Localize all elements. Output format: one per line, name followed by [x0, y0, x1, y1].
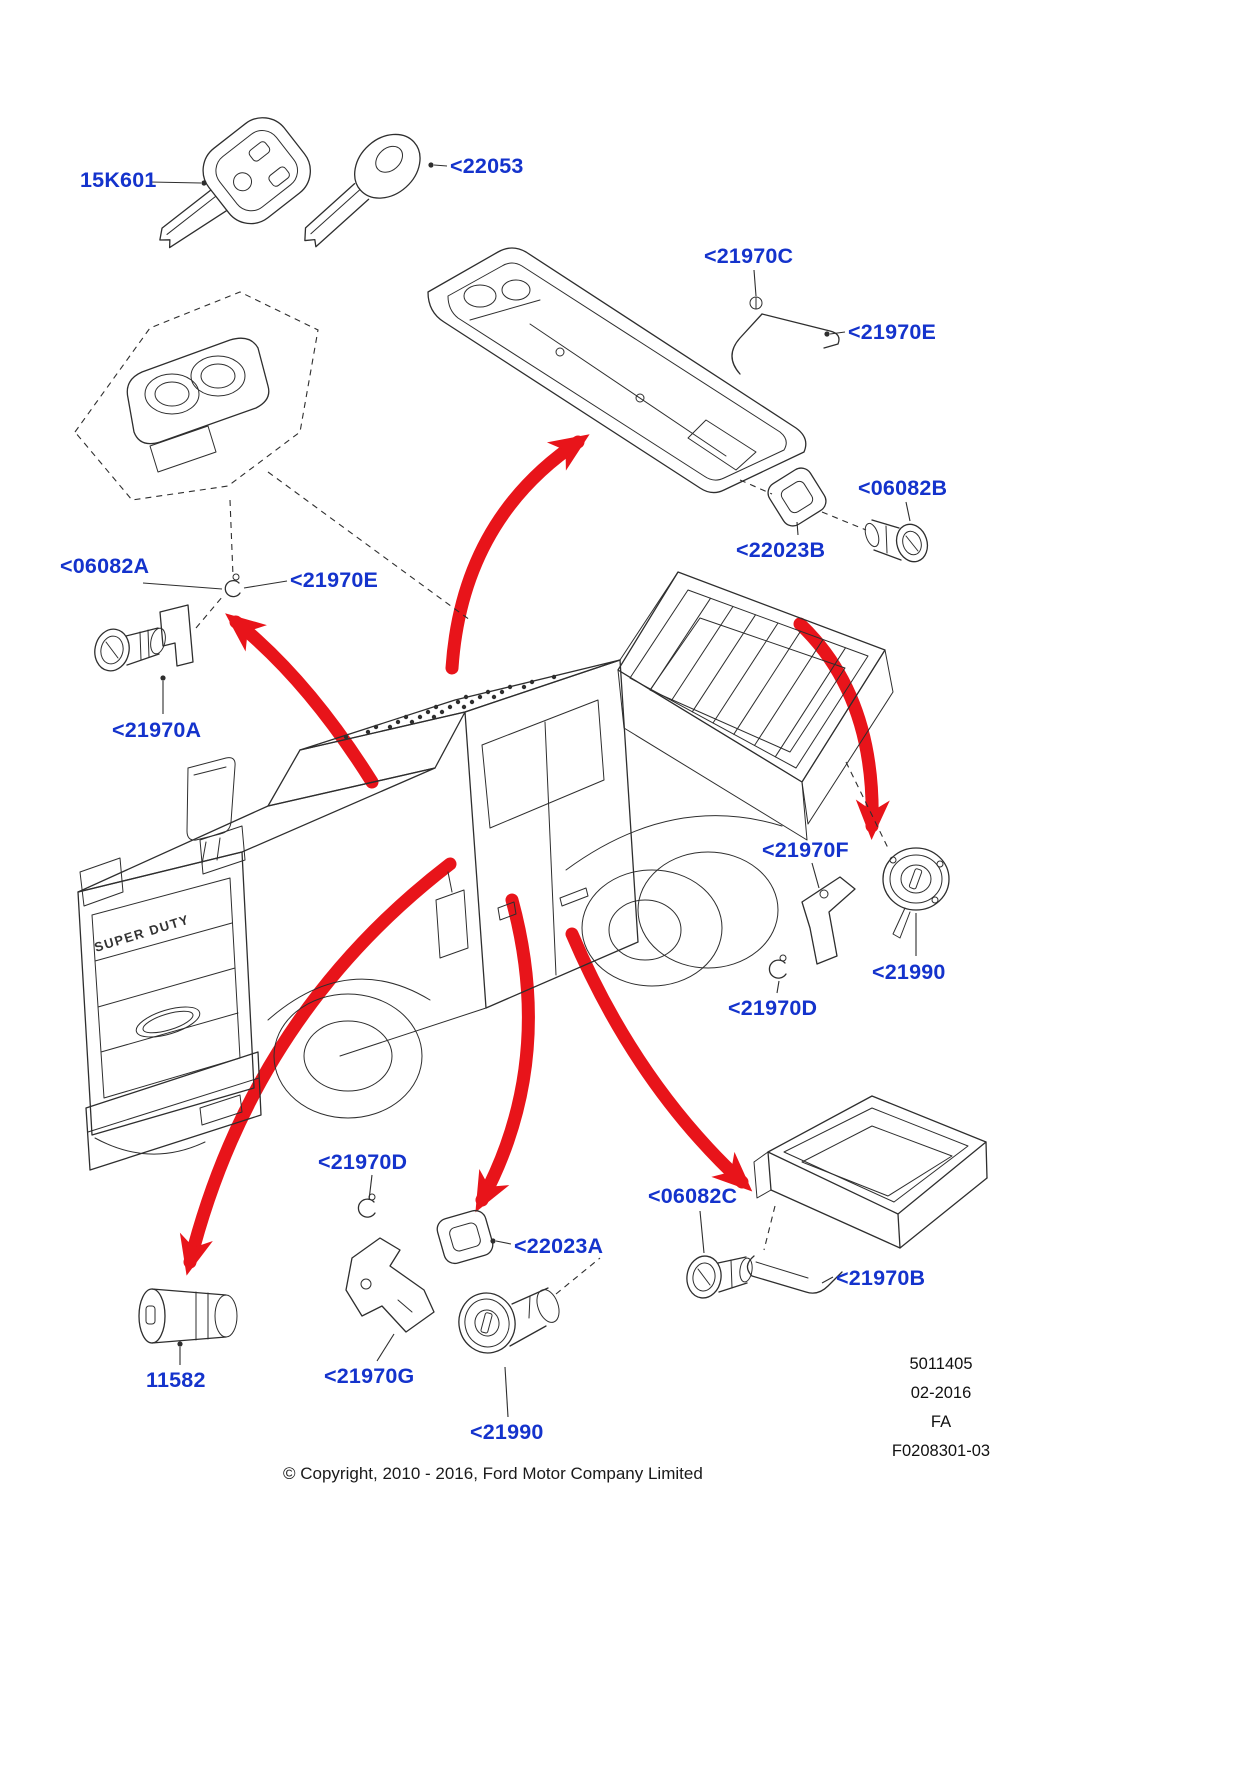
gasket-22023a-drawing	[436, 1209, 494, 1265]
link-rod-21970b-drawing	[746, 1255, 843, 1294]
lock-cylinder-06082c-drawing	[686, 1255, 753, 1299]
part-label-21990-lower[interactable]: <21990	[470, 1420, 544, 1444]
leader-lines	[142, 162, 917, 1418]
floor-console-tray-drawing	[427, 247, 867, 531]
red-arrow-to-21990-right	[793, 617, 890, 840]
part-label-21970B[interactable]: <21970B	[836, 1266, 926, 1290]
retainer-clip-21970d-lower-drawing	[357, 1193, 376, 1218]
lock-cylinder-21990-lower-drawing	[458, 1257, 601, 1354]
part-label-22023B[interactable]: <22023B	[736, 538, 826, 562]
bracket-21970c-drawing	[731, 296, 840, 375]
part-label-21970C[interactable]: <21970C	[704, 244, 794, 268]
market-code: FA	[930, 1413, 952, 1431]
document-info-block: 5011405 02-2016 FA F0208301-03	[856, 1350, 1026, 1466]
part-label-21970D-lower[interactable]: <21970D	[318, 1150, 408, 1174]
overhead-console-drawing	[74, 291, 471, 621]
part-label-11582[interactable]: 11582	[146, 1368, 206, 1392]
roof-perforation-dots	[343, 674, 557, 740]
red-arrows	[179, 434, 890, 1276]
bracket-21970f-drawing	[801, 876, 856, 965]
part-label-06082A[interactable]: <06082A	[60, 554, 150, 578]
red-arrow-to-22023a	[475, 893, 535, 1213]
copyright-text: © Copyright, 2010 - 2016, Ford Motor Com…	[283, 1464, 703, 1483]
key-fob-drawing	[159, 117, 311, 249]
part-label-06082C[interactable]: <06082C	[648, 1184, 738, 1208]
part-label-06082B[interactable]: <06082B	[858, 476, 948, 500]
part-label-21970E-left[interactable]: <21970E	[290, 568, 379, 592]
red-arrow-to-11582	[179, 857, 457, 1276]
red-arrow-to-console-tray	[445, 434, 590, 675]
retainer-clip-21970e-left-drawing	[224, 573, 241, 598]
bed-floor-ribs	[650, 597, 846, 758]
retainer-clip-21970d-right-drawing	[768, 954, 787, 979]
part-label-21990-right[interactable]: <21990	[872, 960, 946, 984]
part-label-21970G[interactable]: <21970G	[324, 1364, 415, 1388]
storage-box-drawing	[753, 1095, 988, 1251]
catalog-date: 02-2016	[910, 1384, 972, 1402]
part-label-21970F[interactable]: <21970F	[762, 838, 849, 862]
part-label-21970A[interactable]: <21970A	[112, 718, 202, 742]
red-arrow-to-06082a	[225, 613, 379, 789]
catalog-number: 5011405	[909, 1355, 973, 1373]
key-blank-drawing	[304, 133, 421, 248]
figure-code: F0208301-03	[891, 1442, 991, 1460]
lock-cylinder-06082b-drawing	[864, 519, 929, 563]
bracket-21970g-drawing	[345, 1237, 435, 1333]
part-label-22053[interactable]: <22053	[450, 154, 524, 178]
part-label-15K601[interactable]: 15K601	[80, 168, 157, 192]
lock-cylinder-21990-right-drawing	[845, 761, 950, 939]
gasket-22023b-drawing	[767, 467, 827, 527]
truck-body-drawing: SUPER DUTY	[77, 571, 894, 1171]
lock-cylinder-11582-drawing	[138, 1288, 238, 1344]
part-label-21970E-upper[interactable]: <21970E	[848, 320, 937, 344]
lock-cylinder-06082a-drawing	[94, 595, 224, 672]
red-arrow-to-06082c	[565, 927, 753, 1192]
part-label-22023A[interactable]: <22023A	[514, 1234, 604, 1258]
part-label-21970D-right[interactable]: <21970D	[728, 996, 818, 1020]
